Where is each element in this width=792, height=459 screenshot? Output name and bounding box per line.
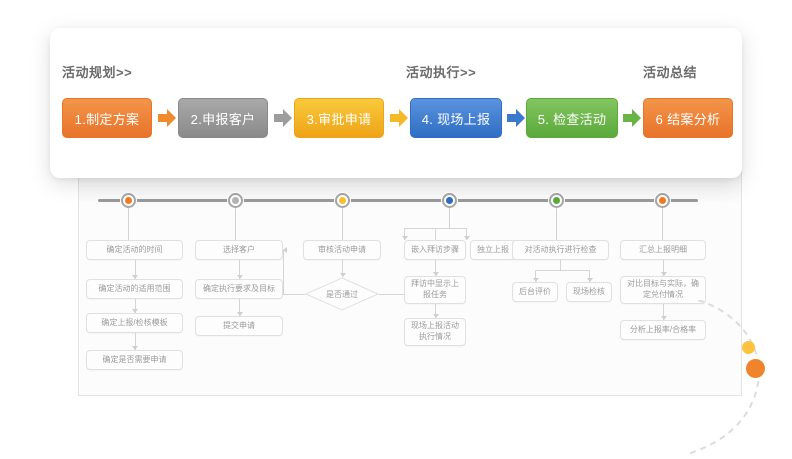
connector-line bbox=[404, 228, 466, 229]
flow-node[interactable]: 嵌入拜访步骤 bbox=[404, 240, 466, 260]
step-arrow-icon-2 bbox=[273, 108, 293, 128]
timeline-node-4[interactable] bbox=[442, 193, 457, 208]
timeline-stem-5 bbox=[556, 208, 557, 240]
flow-node[interactable]: 确定活动的适用范围 bbox=[86, 279, 183, 299]
flow-node[interactable]: 提交申请 bbox=[195, 316, 283, 336]
step-button-4[interactable]: 4. 现场上报 bbox=[410, 98, 502, 138]
flow-node[interactable]: 分析上报率/合格率 bbox=[620, 320, 706, 340]
flow-node[interactable]: 确定上报/检核模板 bbox=[86, 313, 183, 333]
timeline-node-6[interactable] bbox=[655, 193, 670, 208]
connector-line bbox=[663, 304, 664, 320]
connector-line bbox=[435, 304, 436, 318]
connector-arrowhead bbox=[660, 316, 667, 320]
decision-label: 是否通过 bbox=[326, 289, 358, 299]
flow-node[interactable]: 确定是否需要申请 bbox=[86, 350, 183, 370]
step-button-1[interactable]: 1.制定方案 bbox=[62, 98, 152, 138]
step-button-6[interactable]: 6 结案分析 bbox=[643, 98, 733, 138]
connector-line bbox=[663, 260, 664, 276]
timeline-stem-3 bbox=[342, 208, 343, 240]
connector-arrowhead bbox=[432, 314, 439, 318]
connector-line bbox=[535, 270, 589, 271]
flow-node[interactable]: 后台评价 bbox=[512, 282, 558, 302]
phase-label-3: 活动总结 bbox=[643, 65, 698, 80]
connector-line bbox=[134, 333, 136, 350]
phase-label-1: 活动规划>> bbox=[62, 65, 133, 80]
phase-label-2: 活动执行>> bbox=[406, 65, 477, 80]
connector-arrowhead bbox=[532, 278, 539, 282]
step-arrow-icon-5 bbox=[622, 108, 642, 128]
step-button-5[interactable]: 5. 检查活动 bbox=[526, 98, 618, 138]
flow-node[interactable]: 对活动执行进行检查 bbox=[512, 240, 609, 260]
connector-line bbox=[283, 294, 305, 295]
connector-arrowhead bbox=[401, 236, 408, 240]
connector-arrowhead bbox=[586, 278, 593, 282]
step-button-2[interactable]: 2.申报客户 bbox=[178, 98, 268, 138]
flow-node[interactable]: 对比目标与实际，确定兑付情况 bbox=[620, 276, 706, 304]
flow-node[interactable]: 选择客户 bbox=[195, 240, 283, 260]
timeline-node-dot-3 bbox=[339, 197, 346, 204]
connector-arrowhead bbox=[236, 275, 243, 279]
step-arrow-icon-3 bbox=[389, 108, 409, 128]
timeline-stem-1 bbox=[128, 208, 129, 240]
connector-line bbox=[535, 270, 536, 282]
timeline-node-3[interactable] bbox=[335, 193, 350, 208]
connector-line bbox=[239, 260, 240, 279]
timeline-node-5[interactable] bbox=[549, 193, 564, 208]
timeline-node-1[interactable] bbox=[121, 193, 136, 208]
connector-line bbox=[134, 260, 136, 279]
flow-node[interactable]: 确定执行要求及目标 bbox=[195, 279, 283, 299]
decision-node: 是否通过 bbox=[305, 277, 379, 311]
connector-arrowhead bbox=[236, 312, 243, 316]
flow-node[interactable]: 现场检核 bbox=[566, 282, 612, 302]
timeline-stem-6 bbox=[662, 208, 663, 240]
connector-arrowhead bbox=[132, 275, 138, 279]
connector-arrowhead bbox=[132, 346, 138, 350]
timeline-node-dot-4 bbox=[446, 197, 453, 204]
connector-arrowhead bbox=[132, 309, 138, 313]
decorative-dot-orange bbox=[746, 359, 765, 378]
connector-line bbox=[283, 250, 284, 294]
connector-line bbox=[342, 260, 343, 277]
timeline-stem-2 bbox=[235, 208, 236, 240]
step-arrow-icon-1 bbox=[157, 108, 177, 128]
connector-line bbox=[404, 228, 405, 240]
connector-line bbox=[435, 260, 436, 276]
connector-arrowhead bbox=[660, 272, 667, 276]
flow-node[interactable]: 审核活动申请 bbox=[303, 240, 381, 260]
connector-arrowhead bbox=[463, 236, 470, 240]
connector-arrowhead bbox=[432, 272, 439, 276]
connector-line bbox=[589, 270, 590, 282]
flow-node[interactable]: 现场上报活动执行情况 bbox=[404, 318, 466, 346]
flow-node[interactable]: 拜访中显示上报任务 bbox=[404, 276, 466, 304]
flow-node[interactable]: 独立上报 bbox=[470, 240, 516, 260]
connector-line bbox=[466, 228, 467, 240]
timeline-node-dot-5 bbox=[553, 197, 560, 204]
timeline-node-dot-2 bbox=[232, 197, 239, 204]
step-button-3[interactable]: 3.审批申请 bbox=[294, 98, 384, 138]
decorative-arc bbox=[690, 300, 760, 455]
flow-node[interactable]: 确定活动的时间 bbox=[86, 240, 183, 260]
connector-arrowhead bbox=[339, 273, 346, 277]
timeline-node-dot-6 bbox=[659, 197, 666, 204]
timeline-stem-4 bbox=[449, 208, 450, 228]
timeline-axis bbox=[98, 199, 698, 202]
timeline-node-2[interactable] bbox=[228, 193, 243, 208]
decorative-dot-yellow bbox=[742, 341, 755, 354]
connector-line bbox=[560, 260, 561, 270]
connector-line bbox=[134, 299, 136, 313]
process-overview-card: 活动规划>> 活动执行>> 活动总结 1.制定方案 2.申报客户 3.审批申请 4. 现场… bbox=[50, 28, 742, 178]
timeline-node-dot-1 bbox=[125, 197, 132, 204]
connector-line bbox=[239, 299, 240, 316]
flow-node[interactable]: 汇总上报明细 bbox=[620, 240, 706, 260]
step-arrow-icon-4 bbox=[506, 108, 526, 128]
connector-arrowhead bbox=[283, 247, 287, 253]
